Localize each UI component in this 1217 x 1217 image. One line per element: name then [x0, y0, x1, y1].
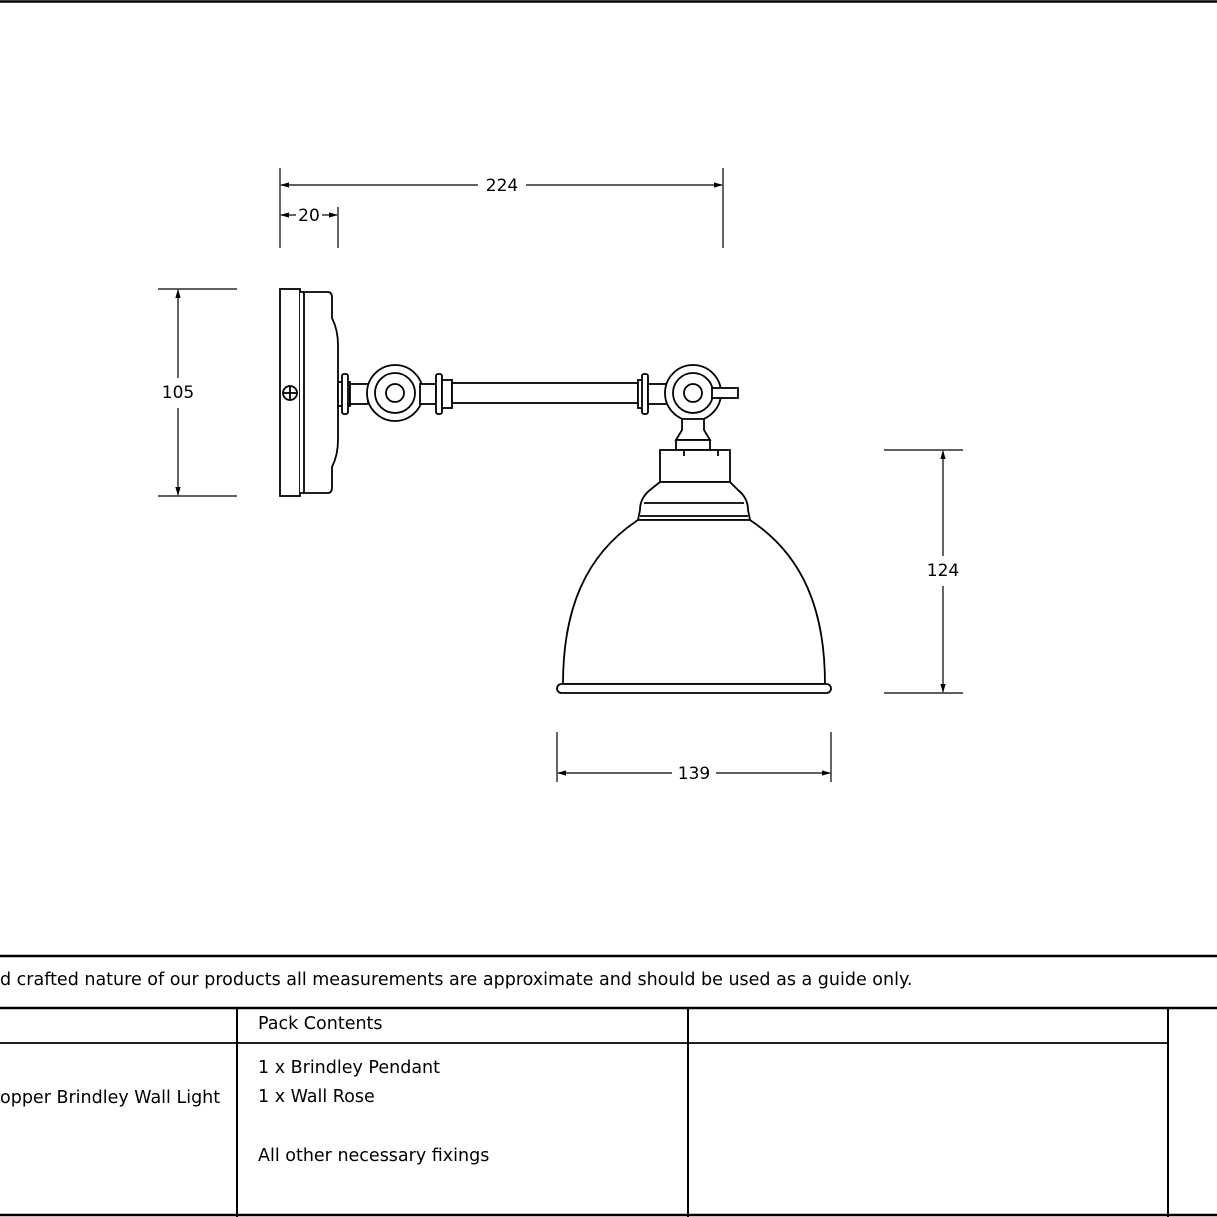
- dimension-backplate-height: [158, 288, 237, 497]
- arm: [337, 364, 739, 451]
- pack-contents-item: 1 x Wall Rose: [258, 1087, 375, 1107]
- dimension-backplate-depth: [280, 207, 339, 248]
- measurement-disclaimer: d crafted nature of our products all mea…: [0, 970, 913, 990]
- product-name: opper Brindley Wall Light: [0, 1088, 221, 1108]
- dimension-label-shade-height: 124: [927, 561, 959, 581]
- dimension-shade-height: [884, 449, 963, 694]
- dimension-label-overall-projection: 224: [486, 176, 518, 196]
- pack-contents-item: All other necessary fixings: [258, 1146, 490, 1166]
- pack-contents-header: Pack Contents: [258, 1014, 383, 1034]
- wall-backplate: [279, 288, 339, 497]
- dimension-overall-projection: [279, 168, 724, 248]
- dimension-label-backplate-depth: 20: [298, 206, 320, 226]
- pack-contents-item: 1 x Brindley Pendant: [258, 1058, 440, 1078]
- dimension-label-backplate-height: 105: [162, 383, 194, 403]
- dimension-label-shade-diameter: 139: [678, 764, 710, 784]
- shade: [556, 449, 832, 694]
- dimension-shade-diameter: [556, 732, 832, 782]
